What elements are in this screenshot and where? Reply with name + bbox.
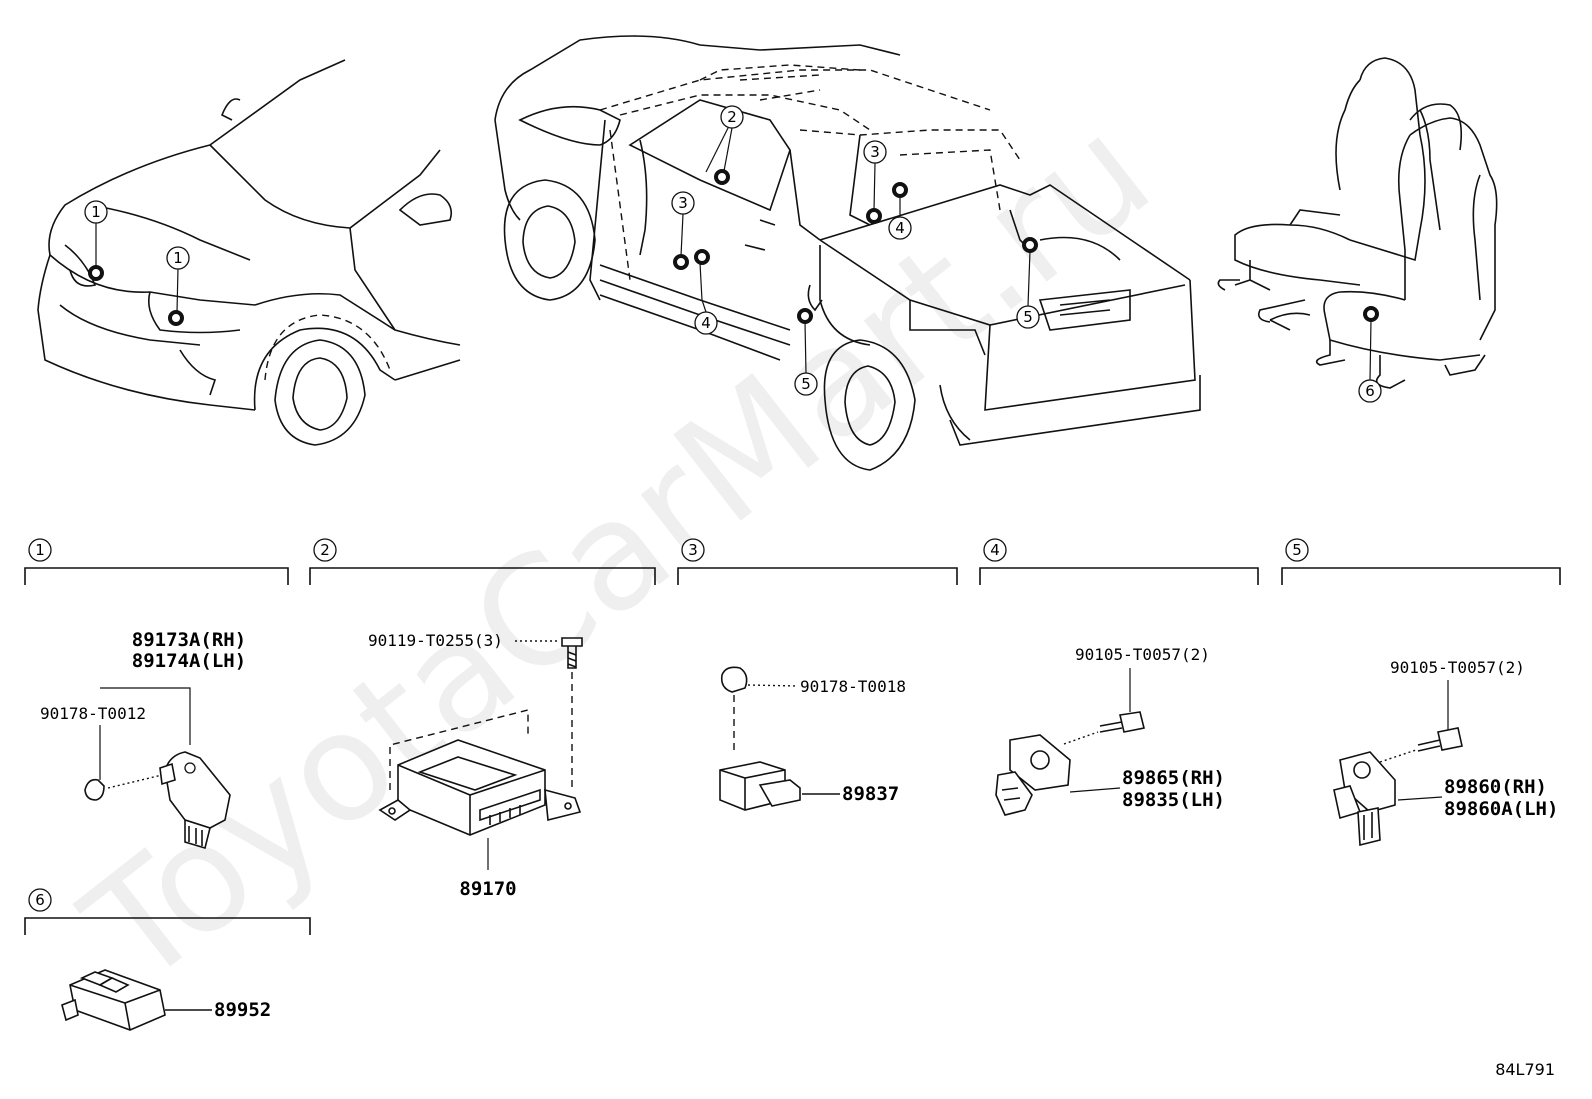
part-89835: 89835(LH) [1122, 789, 1225, 811]
part-90105-T0057-b: 90105-T0057(2) [1390, 658, 1525, 677]
location-markers [88, 169, 1379, 326]
callout-5a: 5 [794, 372, 818, 396]
part-89173A: 89173A(RH) [132, 629, 246, 651]
svg-text:2: 2 [727, 108, 737, 126]
figure-code: 84L791 [1495, 1060, 1555, 1079]
part-89865: 89865(RH) [1122, 767, 1225, 789]
pickup-truck-illustration [494, 35, 1201, 471]
svg-text:1: 1 [35, 541, 45, 559]
watermark-text: ToyotaCarMart.ru [54, 85, 1181, 1019]
callout-2: 2 [720, 105, 744, 129]
group-2-header: 2 [309, 538, 656, 585]
part-89860: 89860(RH) [1444, 776, 1547, 798]
callout-leaders [95, 127, 1372, 381]
callout-1a: 1 [84, 200, 108, 224]
svg-text:1: 1 [91, 203, 101, 221]
callout-5b: 5 [1016, 305, 1040, 329]
part-89860A: 89860A(LH) [1444, 798, 1558, 820]
group-1-header: 1 [24, 538, 289, 585]
svg-text:2: 2 [320, 541, 330, 559]
group-2-parts: 90119-T0255(3) 89170 [368, 631, 583, 900]
group-4-header: 4 [979, 538, 1259, 585]
svg-text:5: 5 [1023, 308, 1033, 326]
callout-1b: 1 [166, 246, 190, 270]
part-90178-T0018: 90178-T0018 [800, 677, 906, 696]
svg-text:3: 3 [678, 194, 688, 212]
part-90178-T0012: 90178-T0012 [40, 704, 146, 723]
svg-text:6: 6 [1365, 382, 1375, 400]
callout-4a: 4 [694, 311, 718, 335]
callout-4b: 4 [888, 216, 912, 240]
callout-3b: 3 [863, 140, 887, 164]
part-89952: 89952 [214, 999, 271, 1021]
vehicle-front-illustration [37, 59, 461, 446]
group-5-parts: 90105-T0057(2) 89860(RH) 89860A(LH) [1333, 658, 1558, 847]
svg-text:3: 3 [688, 541, 698, 559]
svg-text:4: 4 [895, 219, 905, 237]
group-6-parts: 89952 [61, 969, 271, 1031]
group-3-header: 3 [677, 538, 958, 585]
part-90119-T0255: 90119-T0255(3) [368, 631, 503, 650]
group-1-parts: 89173A(RH) 89174A(LH) 90178-T0012 [40, 629, 246, 850]
callout-6: 6 [1358, 379, 1382, 403]
svg-text:5: 5 [1292, 541, 1302, 559]
part-90105-T0057-a: 90105-T0057(2) [1075, 645, 1210, 664]
svg-text:3: 3 [870, 143, 880, 161]
svg-text:4: 4 [701, 314, 711, 332]
part-89170: 89170 [459, 878, 516, 900]
svg-text:4: 4 [990, 541, 1000, 559]
location-callouts: 1 1 2 3 3 4 4 5 5 6 [84, 105, 1382, 403]
group-6-header: 6 [24, 888, 311, 935]
callout-3a: 3 [671, 191, 695, 215]
part-89837: 89837 [842, 783, 899, 805]
group-3-parts: 90178-T0018 89837 [719, 666, 906, 811]
seats-illustration [1217, 57, 1498, 389]
svg-text:1: 1 [173, 249, 183, 267]
svg-text:5: 5 [801, 375, 811, 393]
group-4-parts: 90105-T0057(2) 89865(RH) 89835(LH) [995, 645, 1225, 816]
group-5-header: 5 [1281, 538, 1561, 585]
group-brackets: 1 2 3 4 5 6 [24, 538, 1561, 935]
svg-text:6: 6 [35, 891, 45, 909]
part-89174A: 89174A(LH) [132, 650, 246, 672]
